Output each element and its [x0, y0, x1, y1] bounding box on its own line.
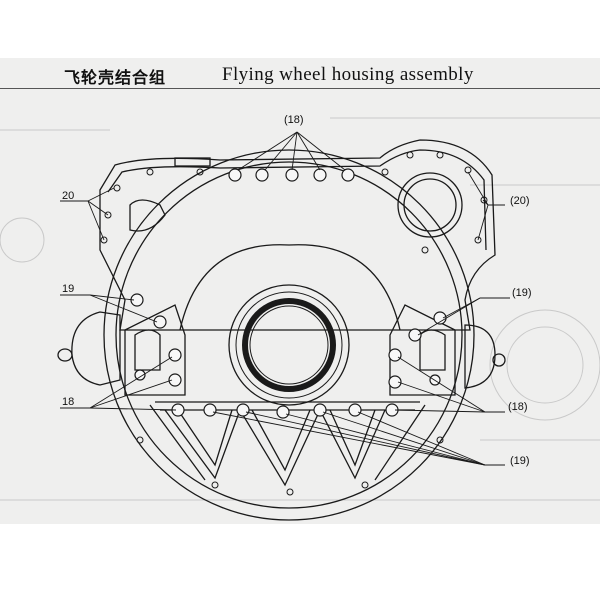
callout-right-20: (20)	[510, 195, 530, 207]
starter-bore	[397, 172, 463, 238]
main-flange-inner	[115, 161, 463, 509]
top-bolts	[228, 168, 355, 182]
crank-bore-seal	[242, 298, 336, 392]
drawing-sheet	[0, 58, 600, 524]
callout-left-20: 20	[62, 190, 75, 202]
left-lug	[71, 311, 121, 386]
title-chinese: 飞轮壳结合组	[64, 68, 167, 87]
leader-lines	[60, 131, 510, 466]
main-flange-outer	[103, 149, 475, 521]
title-english: Flying wheel housing assembly	[222, 64, 474, 85]
callout-right-18: (18)	[508, 401, 528, 413]
lower-ribs	[164, 408, 386, 487]
perimeter-bolts	[100, 151, 488, 496]
callout-left-18: 18	[62, 396, 75, 408]
callout-top-18: (18)	[284, 114, 304, 126]
pocket-bolts	[130, 293, 447, 419]
crank-bore-outer	[228, 284, 350, 406]
callout-right-19-upper: (19)	[512, 287, 532, 299]
callout-left-19: 19	[62, 283, 75, 295]
title-rule	[0, 88, 600, 89]
drawing-title: 飞轮壳结合组 Flying wheel housing assembly	[0, 64, 600, 90]
faint-underlay	[0, 117, 600, 501]
callout-right-19-lower: (19)	[510, 455, 530, 467]
